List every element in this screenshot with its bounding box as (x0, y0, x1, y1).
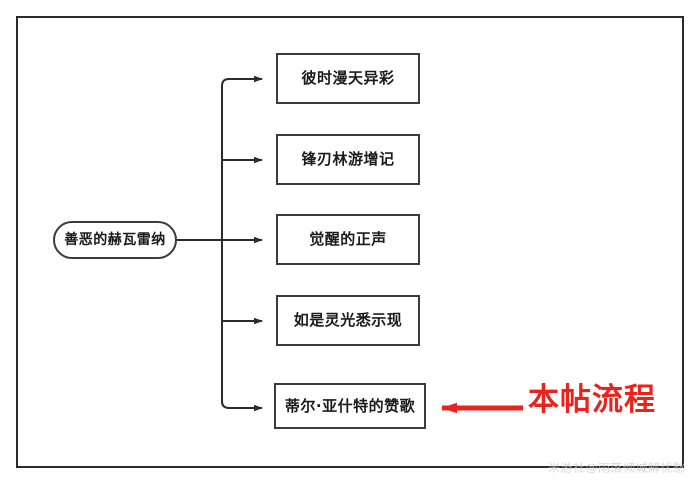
branch-node-4[interactable]: 如是灵光悉示现 (276, 295, 420, 346)
branch-node-5[interactable]: 蒂尔·亚什特的赞歌 (274, 383, 426, 429)
branch-node-5-label: 蒂尔·亚什特的赞歌 (284, 396, 416, 415)
branch-node-2[interactable]: 锋刃林游增记 (276, 134, 420, 185)
branch-node-1-label: 彼时漫天异彩 (301, 69, 395, 87)
branch-node-3-label: 觉醒的正声 (309, 230, 387, 248)
watermark-label: 米游社@雨落倾城解忧愁 (548, 461, 686, 475)
root-node-label: 善恶的赫瓦雷纳 (64, 232, 166, 248)
branch-node-2-label: 锋刃林游增记 (301, 150, 395, 168)
root-node[interactable]: 善恶的赫瓦雷纳 (53, 221, 177, 259)
branch-node-4-label: 如是灵光悉示现 (293, 311, 403, 329)
branch-node-3[interactable]: 觉醒的正声 (276, 214, 420, 265)
branch-node-1[interactable]: 彼时漫天异彩 (276, 53, 420, 104)
annotation-label: 本帖流程 (528, 382, 656, 418)
